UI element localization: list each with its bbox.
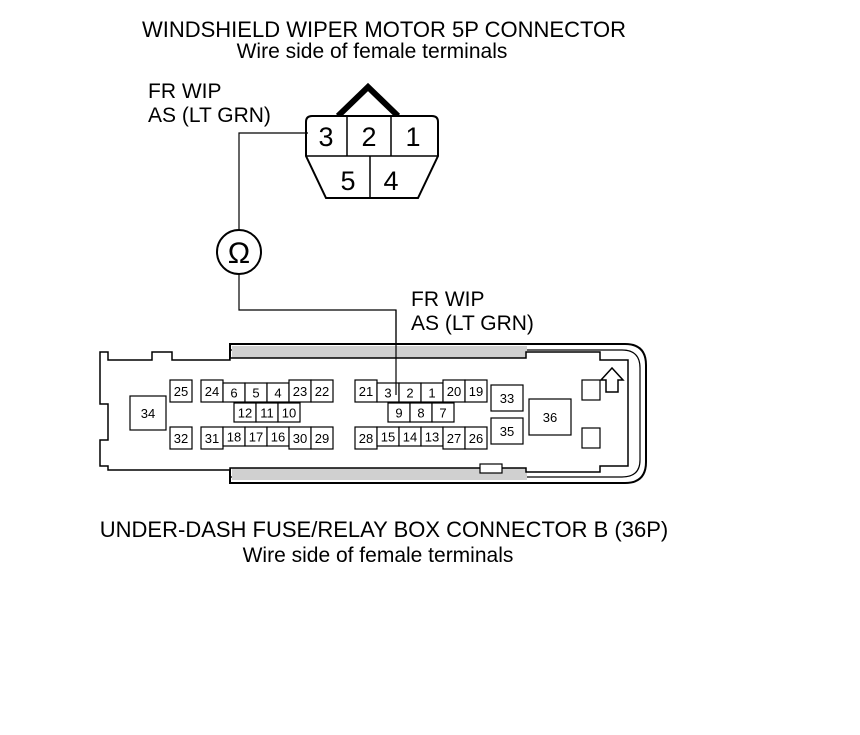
pin-label-1: 1 bbox=[428, 386, 435, 401]
pin-label-27: 27 bbox=[447, 431, 461, 446]
pin-label-12: 12 bbox=[238, 406, 252, 421]
pin-label-3: 3 bbox=[384, 386, 391, 401]
pin-label-28: 28 bbox=[359, 431, 373, 446]
pin-label-26: 26 bbox=[469, 431, 483, 446]
pin-cell-7 bbox=[431, 402, 455, 423]
pin-label-9: 9 bbox=[395, 406, 402, 421]
pin-label-13: 13 bbox=[425, 430, 439, 445]
pin-label-16: 16 bbox=[271, 430, 285, 445]
pin-label-8: 8 bbox=[417, 406, 424, 421]
pin-5-top: 5 bbox=[340, 166, 355, 196]
up-arrow-icon bbox=[599, 366, 625, 393]
pin-label-18: 18 bbox=[227, 430, 241, 445]
wiper-motor-connector: 3 2 1 5 4 bbox=[305, 82, 439, 199]
pin-cell-32 bbox=[169, 426, 193, 450]
pin-label-25: 25 bbox=[174, 384, 188, 399]
bottom-connector-title: UNDER-DASH FUSE/RELAY BOX CONNECTOR B (3… bbox=[100, 517, 668, 542]
bottom-wire-label-line2: AS (LT GRN) bbox=[411, 312, 534, 335]
pin-label-36: 36 bbox=[543, 410, 557, 425]
top-connector-title: WINDSHIELD WIPER MOTOR 5P CONNECTOR bbox=[142, 17, 626, 42]
pin-label-21: 21 bbox=[359, 384, 373, 399]
pin-cell-25 bbox=[169, 379, 193, 403]
pin-cell-10 bbox=[277, 402, 301, 423]
pin-label-24: 24 bbox=[205, 384, 219, 399]
pin-cell-22 bbox=[310, 379, 334, 403]
pin-label-7: 7 bbox=[439, 406, 446, 421]
ohmmeter: Ω bbox=[216, 229, 262, 275]
pin-label-33: 33 bbox=[500, 391, 514, 406]
pin-label-35: 35 bbox=[500, 424, 514, 439]
pin-label-14: 14 bbox=[403, 430, 417, 445]
pin-3-top: 3 bbox=[318, 122, 333, 152]
pin-label-23: 23 bbox=[293, 384, 307, 399]
pin-label-5: 5 bbox=[252, 386, 259, 401]
pin-label-20: 20 bbox=[447, 384, 461, 399]
pin-cell-33 bbox=[490, 384, 524, 412]
pin-label-29: 29 bbox=[315, 431, 329, 446]
pin-cell-35 bbox=[490, 417, 524, 445]
top-wire-label-line2: AS (LT GRN) bbox=[148, 104, 271, 127]
pin-label-11: 11 bbox=[260, 406, 274, 421]
bottom-connector-subtitle: Wire side of female terminals bbox=[243, 544, 514, 567]
top-connector-subtitle: Wire side of female terminals bbox=[237, 40, 508, 63]
pin-label-2: 2 bbox=[406, 386, 413, 401]
pin-label-30: 30 bbox=[293, 431, 307, 446]
pin-cell-26 bbox=[464, 426, 488, 450]
pin-label-19: 19 bbox=[469, 384, 483, 399]
pin-label-22: 22 bbox=[315, 384, 329, 399]
pin-label-34: 34 bbox=[141, 406, 155, 421]
pin-label-10: 10 bbox=[282, 406, 296, 421]
pin-label-6: 6 bbox=[230, 386, 237, 401]
pin-cell-36 bbox=[528, 398, 572, 436]
pin-2-top: 2 bbox=[361, 122, 376, 152]
pin-label-31: 31 bbox=[205, 431, 219, 446]
pin-cell-19 bbox=[464, 379, 488, 403]
top-wire-label-line1: FR WIP bbox=[148, 80, 222, 103]
pin-cell-34 bbox=[129, 395, 167, 431]
pin-label-4: 4 bbox=[274, 386, 281, 401]
ohmmeter-icon: Ω bbox=[228, 237, 250, 270]
pin-1-top: 1 bbox=[405, 122, 420, 152]
pin-label-17: 17 bbox=[249, 430, 263, 445]
bottom-wire-label-line1: FR WIP bbox=[411, 288, 485, 311]
pin-label-32: 32 bbox=[174, 431, 188, 446]
pin-cell-29 bbox=[310, 426, 334, 450]
pin-4-top: 4 bbox=[383, 166, 398, 196]
pin-label-15: 15 bbox=[381, 430, 395, 445]
